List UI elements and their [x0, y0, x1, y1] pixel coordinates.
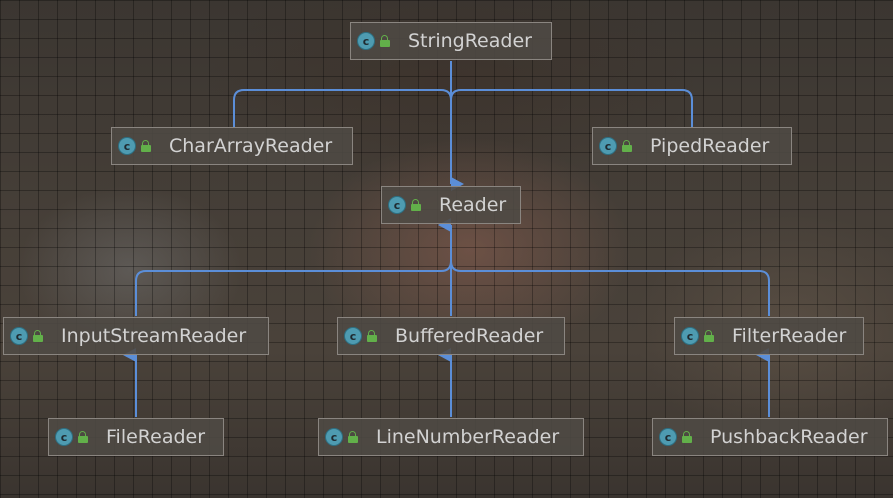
class-node-pipedreader[interactable]: c PipedReader	[592, 127, 792, 165]
public-lock-icon	[622, 140, 632, 152]
class-name: BufferedReader	[395, 325, 544, 347]
class-node-linenumberreader[interactable]: c LineNumberReader	[318, 418, 584, 456]
class-name: PushbackReader	[710, 426, 868, 448]
class-node-pushbackreader[interactable]: c PushbackReader	[652, 418, 888, 456]
class-icon: c	[325, 428, 343, 446]
class-node-inputstreamreader[interactable]: c InputStreamReader	[3, 317, 269, 355]
class-name: InputStreamReader	[61, 325, 247, 347]
class-name: PipedReader	[650, 135, 770, 157]
abstract-class-icon: c	[388, 196, 406, 214]
class-name: LineNumberReader	[376, 426, 560, 448]
class-name: FilterReader	[732, 325, 847, 347]
public-lock-icon	[682, 431, 692, 443]
edge-filterreader-to-reader	[450, 260, 770, 316]
public-lock-icon	[380, 35, 390, 47]
public-lock-icon	[704, 330, 714, 342]
public-lock-icon	[348, 431, 358, 443]
class-name: StringReader	[408, 30, 532, 52]
edge-chararrayreader-to-reader	[233, 89, 452, 127]
class-node-filereader[interactable]: c FileReader	[48, 418, 224, 456]
abstract-class-icon: c	[681, 327, 699, 345]
public-lock-icon	[367, 330, 377, 342]
public-lock-icon	[78, 431, 88, 443]
class-name: CharArrayReader	[169, 135, 333, 157]
public-lock-icon	[411, 199, 421, 211]
class-node-filterreader[interactable]: c FilterReader	[674, 317, 864, 355]
edge-pipedreader-to-reader	[450, 89, 693, 127]
class-icon: c	[55, 428, 73, 446]
class-icon: c	[357, 32, 375, 50]
class-node-stringreader[interactable]: c StringReader	[350, 22, 552, 60]
public-lock-icon	[141, 140, 151, 152]
class-icon: c	[659, 428, 677, 446]
class-icon: c	[344, 327, 362, 345]
public-lock-icon	[33, 330, 43, 342]
class-node-chararrayreader[interactable]: c CharArrayReader	[111, 127, 353, 165]
class-icon: c	[118, 137, 136, 155]
class-node-bufferedreader[interactable]: c BufferedReader	[337, 317, 565, 355]
class-name: Reader	[439, 194, 507, 216]
class-name: FileReader	[106, 426, 206, 448]
class-icon: c	[599, 137, 617, 155]
edge-inputstreamreader-to-reader	[135, 260, 452, 316]
class-icon: c	[10, 327, 28, 345]
class-node-reader[interactable]: c Reader	[381, 186, 521, 224]
